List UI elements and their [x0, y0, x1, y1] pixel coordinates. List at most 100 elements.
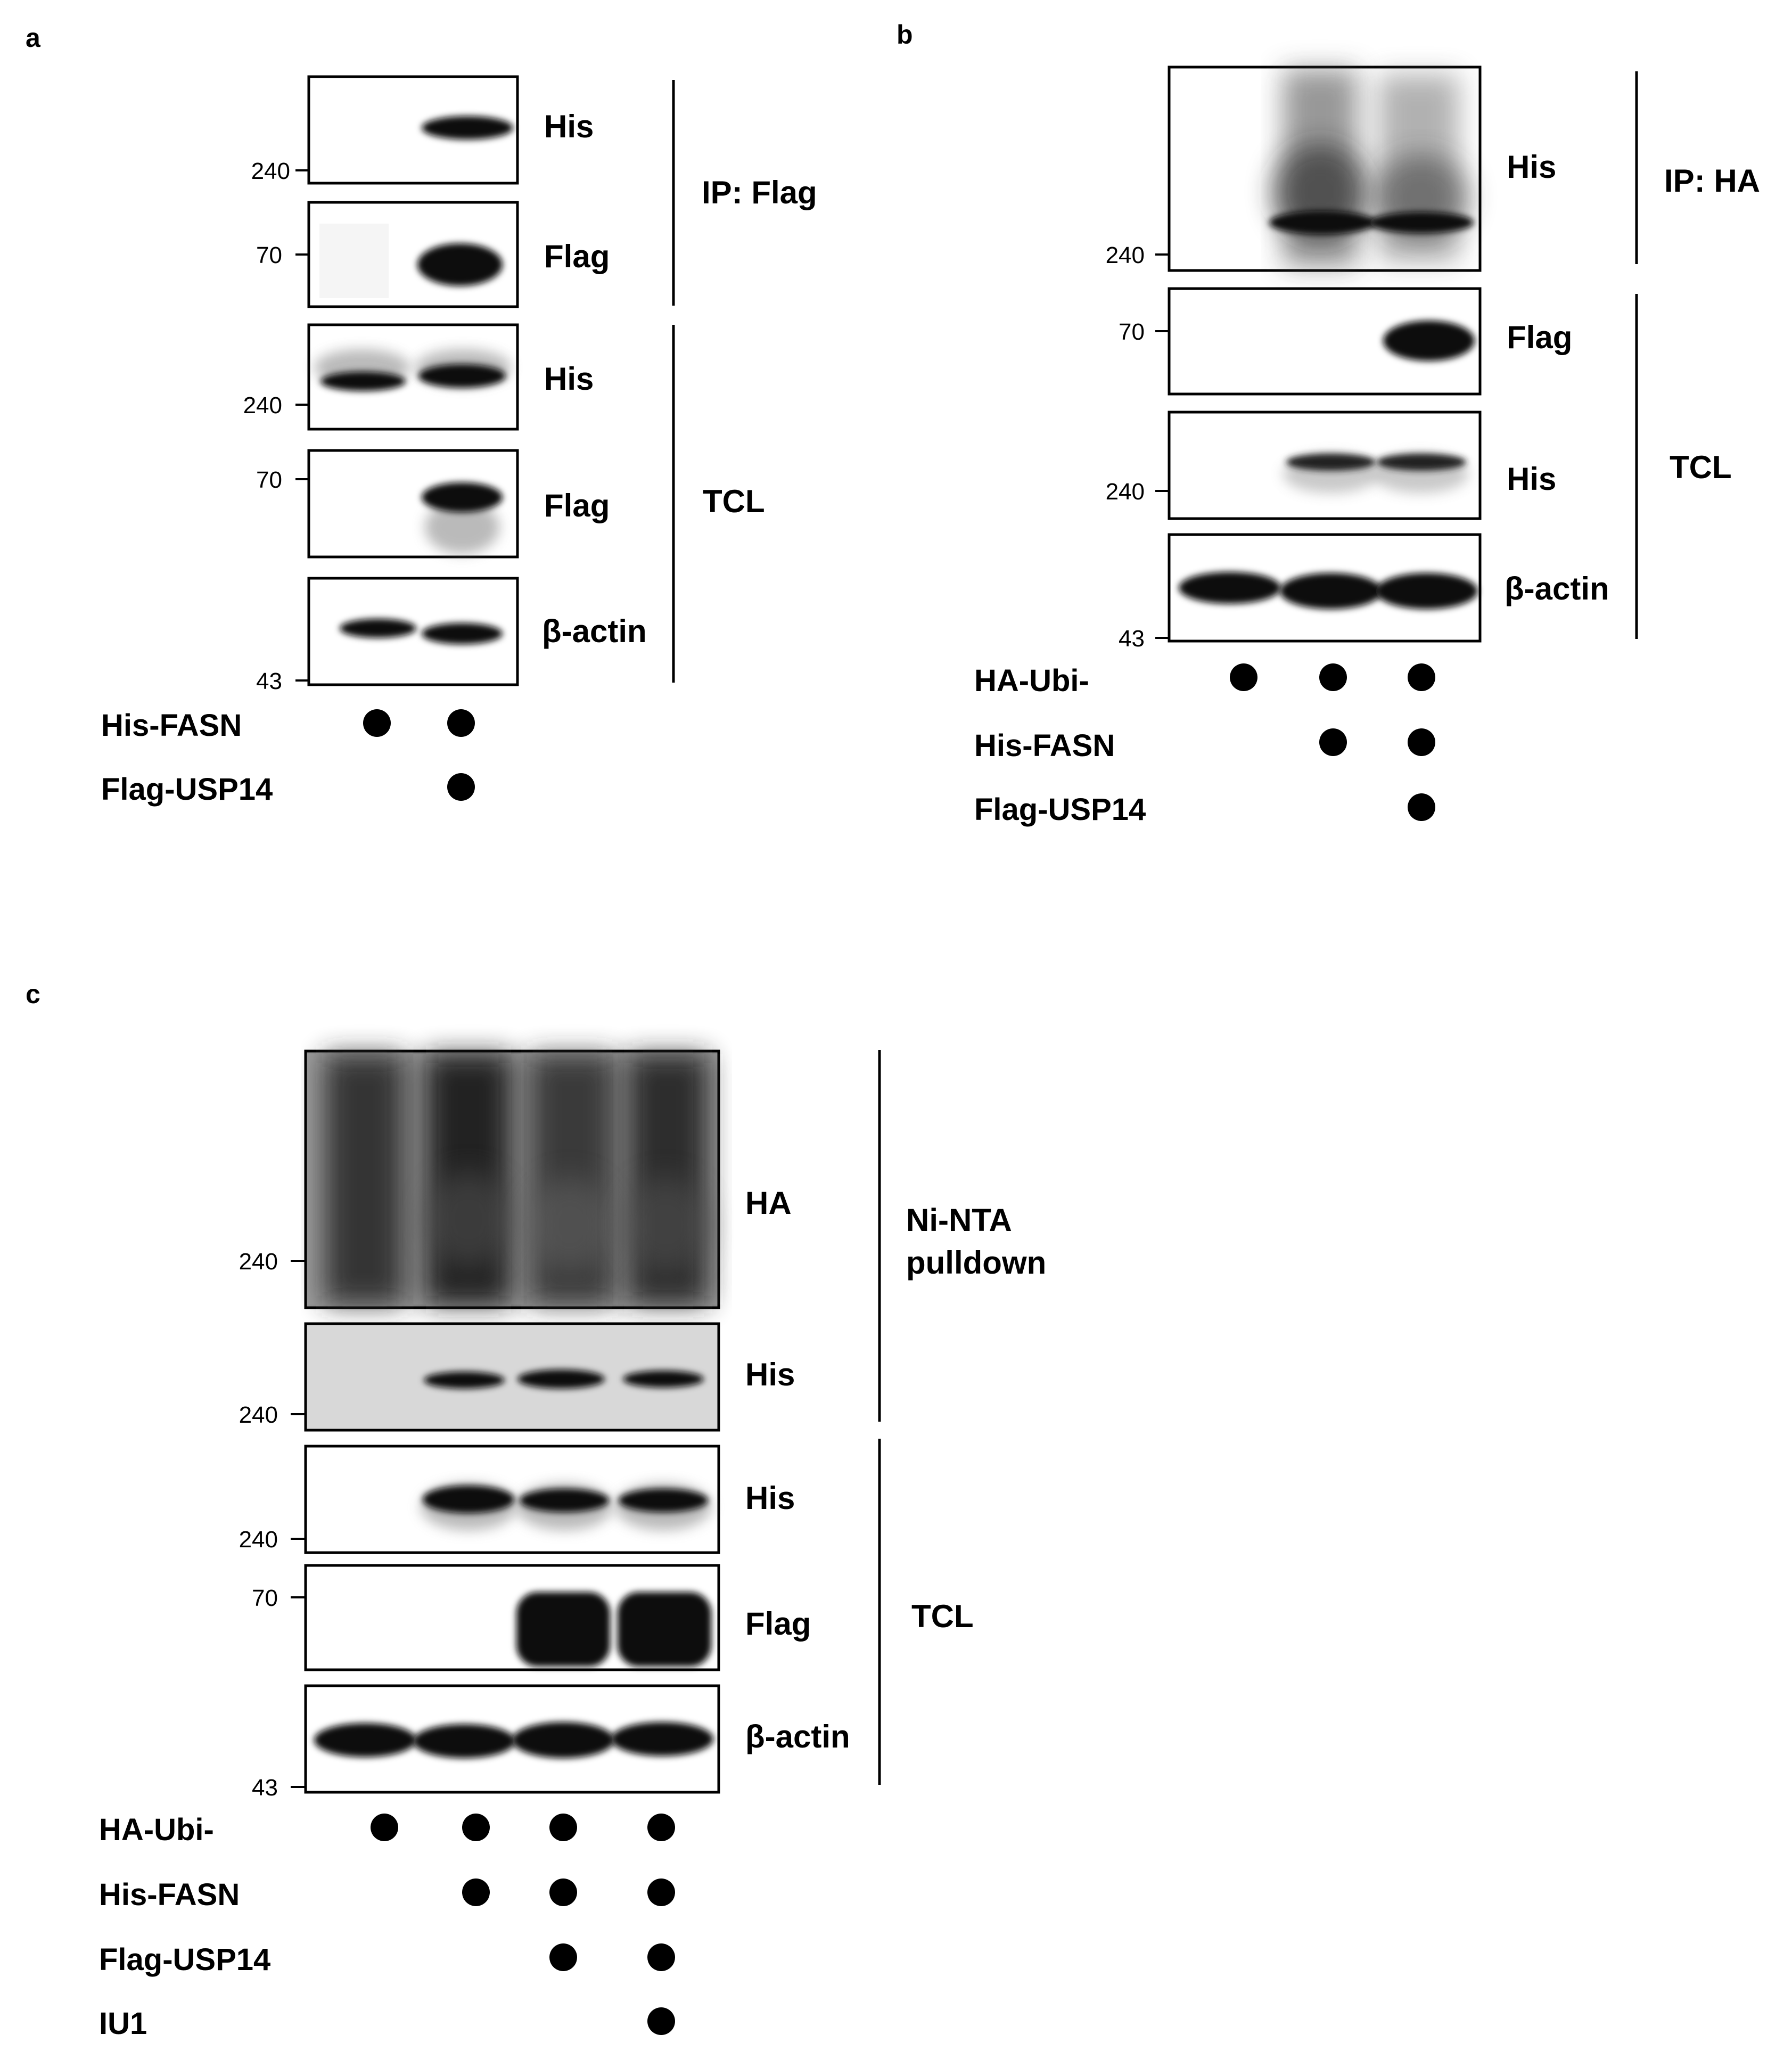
condition-dot	[1230, 663, 1257, 691]
condition-dot	[447, 709, 475, 737]
antibody-label: His	[1507, 149, 1556, 185]
mw-marker: 70	[256, 242, 282, 268]
antibody-label: HA	[745, 1185, 792, 1221]
antibody-label: His	[1507, 461, 1556, 497]
mw-marker: 43	[252, 1775, 278, 1801]
mw-marker: 240	[1106, 242, 1145, 268]
mw-marker: 43	[1119, 626, 1145, 652]
condition-dot	[363, 709, 391, 737]
mw-marker: 70	[252, 1585, 278, 1611]
group-label-ip: IP: Flag	[702, 175, 817, 210]
condition-dots	[363, 709, 475, 801]
condition-dot	[549, 1814, 577, 1841]
band	[424, 1372, 505, 1389]
condition-label: Flag-USP14	[99, 1942, 270, 1977]
antibody-label: His	[544, 361, 594, 397]
antibody-label: Flag	[745, 1606, 811, 1642]
band	[418, 364, 506, 388]
condition-dot	[1319, 663, 1347, 691]
group-label-ip: IP: HA	[1664, 163, 1760, 199]
condition-label: HA-Ubi-	[974, 663, 1089, 698]
blot-c-his-tcl: 240 His	[239, 1445, 795, 1554]
antibody-label: Flag	[544, 488, 610, 523]
antibody-label: β-actin	[542, 613, 647, 649]
condition-dot	[1408, 728, 1435, 756]
band	[623, 1371, 704, 1388]
blot-b-actin: 43 β-actin	[1119, 533, 1609, 652]
condition-dot	[647, 1814, 675, 1841]
band	[423, 1486, 514, 1513]
condition-label: HA-Ubi-	[99, 1812, 214, 1847]
blot-b-his-ip: 240 His	[1106, 65, 1556, 272]
condition-dot	[1408, 793, 1435, 821]
band	[1280, 573, 1382, 609]
antibody-label: Flag	[1507, 319, 1572, 355]
band	[517, 1369, 605, 1389]
condition-label: IU1	[99, 2006, 147, 2041]
group-label-pulldown: Ni-NTA	[906, 1202, 1012, 1238]
condition-dots	[371, 1814, 675, 2035]
antibody-label: His	[745, 1480, 795, 1516]
condition-label: His-FASN	[99, 1877, 240, 1912]
condition-label: Flag-USP14	[974, 792, 1146, 827]
band	[611, 1722, 713, 1756]
group-label-tcl: TCL	[703, 483, 765, 519]
blot-a-flag-ip: 70 Flag	[256, 201, 610, 308]
group-label-tcl: TCL	[911, 1598, 974, 1634]
condition-dot	[549, 1943, 577, 1971]
band	[1369, 212, 1474, 233]
condition-dot	[647, 1878, 675, 1906]
band	[516, 1592, 610, 1667]
antibody-label: His	[745, 1357, 795, 1392]
condition-dot	[462, 1878, 490, 1906]
band	[1383, 321, 1475, 361]
blot-c-flag-tcl: 70 Flag	[252, 1564, 811, 1671]
mw-marker: 240	[243, 392, 282, 419]
group-label-pulldown-2: pulldown	[906, 1245, 1046, 1281]
condition-dot	[462, 1814, 490, 1841]
mw-marker: 70	[256, 467, 282, 493]
blot-a-his-tcl: 240 His	[243, 323, 594, 431]
group-label-tcl: TCL	[1670, 449, 1732, 485]
blot-b-his-tcl: 240 His	[1106, 411, 1556, 520]
antibody-label: β-actin	[1505, 571, 1609, 606]
band	[1377, 454, 1466, 471]
condition-dot	[647, 2007, 675, 2035]
band	[619, 1489, 708, 1512]
mw-marker: 240	[239, 1402, 278, 1428]
band	[422, 116, 513, 140]
mw-marker: 240	[239, 1527, 278, 1553]
condition-dots	[1230, 663, 1435, 821]
mw-marker: 70	[1119, 319, 1145, 345]
band	[320, 372, 406, 391]
blot-c-ha: 240 HA	[239, 1049, 792, 1309]
condition-dot	[1408, 663, 1435, 691]
band	[1286, 454, 1376, 471]
panel-c: c 240 HA 240 His	[26, 979, 1046, 2041]
band	[340, 619, 416, 638]
blot-a-flag-tcl: 70 Flag	[256, 449, 610, 559]
condition-dot	[1319, 728, 1347, 756]
band	[314, 1723, 416, 1757]
mw-marker: 240	[251, 158, 290, 184]
band	[413, 1724, 515, 1758]
band	[1269, 211, 1376, 234]
blot-c-actin: 43 β-actin	[252, 1684, 850, 1801]
blot-c-his-pulldown: 240 His	[239, 1322, 795, 1432]
mw-marker: 43	[256, 668, 282, 694]
antibody-label: His	[544, 109, 594, 144]
band	[512, 1722, 614, 1758]
panel-a: a 240 His 70 Flag 240 His	[26, 23, 817, 807]
condition-label: His-FASN	[974, 728, 1115, 763]
condition-label: His-FASN	[101, 708, 242, 743]
blot-b-flag-tcl: 70 Flag	[1119, 287, 1572, 396]
band	[1376, 573, 1478, 609]
blot-a-his-ip: 240 His	[251, 75, 594, 185]
panel-letter-a: a	[26, 23, 41, 53]
band	[618, 1592, 711, 1667]
condition-dot	[371, 1814, 398, 1841]
blot-a-actin: 43 β-actin	[256, 577, 647, 694]
band	[520, 1489, 609, 1512]
band	[417, 243, 503, 286]
